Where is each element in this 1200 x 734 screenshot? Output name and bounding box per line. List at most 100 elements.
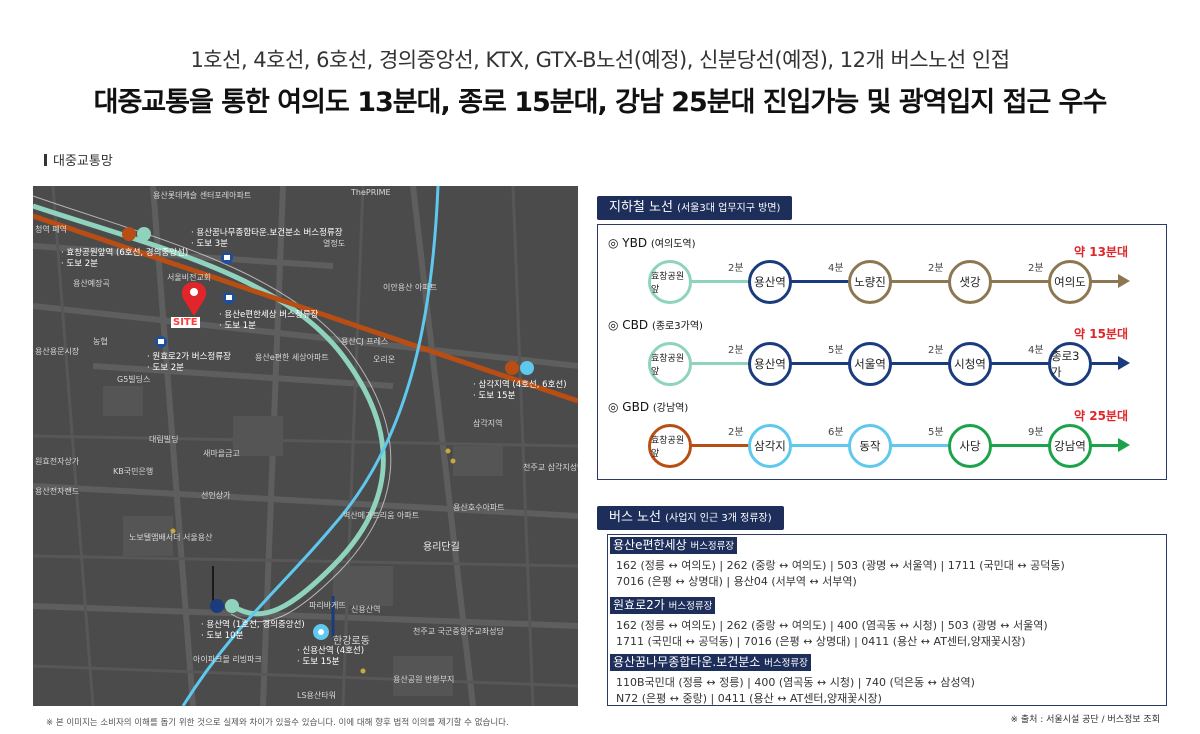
map-place: LS용산타워: [297, 691, 336, 700]
map-place: 청역 폐역: [35, 225, 67, 234]
station-circle: 동작: [848, 424, 892, 468]
annotation-e-stop: · 용산e편한세상 버스정류장· 도보 1분: [219, 310, 319, 331]
station-pin-samgakji: [505, 361, 534, 375]
route-minutes: 2분: [928, 263, 944, 274]
bus-stop-name: 용산꿈나무종합타운.보건분소 버스정류장: [610, 654, 811, 671]
route-minutes: 6분: [828, 427, 844, 438]
route-minutes: 4분: [1028, 345, 1044, 356]
map-place: 용산e편한 세상아파트: [255, 353, 329, 362]
map-place: 용산호수아파트: [453, 503, 505, 512]
route-line-segment: [870, 444, 970, 447]
annotation-ggum-stop: · 용산꿈나무종합타운.보건분소 버스정류장· 도보 3분: [191, 228, 343, 249]
route-line-segment: [970, 280, 1070, 283]
route-minutes: 2분: [728, 427, 744, 438]
station-circle: 강남역: [1048, 424, 1092, 468]
station-circle: 노량진: [848, 260, 892, 304]
map-place: 용산전자랜드: [35, 487, 80, 496]
rail-mint-line: [33, 203, 386, 617]
site-marker: [181, 282, 207, 316]
route-name: ◎ YBD (여의도역): [608, 236, 696, 250]
route-name: ◎ CBD (종로3가역): [608, 318, 703, 332]
rail-orange-line: [33, 213, 578, 404]
station-pin-yongsan: [210, 599, 239, 613]
map-svg: [33, 186, 578, 706]
map-place: 대림빌딩: [149, 435, 179, 444]
route-line-segment: [670, 280, 770, 283]
map-place: 용산예장곡: [73, 279, 110, 288]
route-time: 약 13분대: [1074, 245, 1128, 259]
route-minutes: 5분: [928, 427, 944, 438]
map-place: 천주교 삼각지성당: [523, 463, 578, 472]
route-line-segment: [770, 362, 870, 365]
route-arrow-icon: [1118, 356, 1130, 370]
route-minutes: 4분: [828, 263, 844, 274]
map-place: 열정도: [323, 239, 346, 248]
route-line-segment: [870, 362, 970, 365]
route-line-segment: [670, 444, 770, 447]
bus-route-line: 7016 (은평 ↔ 상명대) | 용산04 (서부역 ↔ 서부역): [616, 575, 857, 588]
station-circle: 삼각지: [748, 424, 792, 468]
bus-stop-name: 용산e편한세상 버스정류장: [610, 537, 738, 554]
route-line-segment: [1070, 444, 1123, 447]
map-place: 서울비전교회: [167, 273, 212, 282]
map-place: 천주교 국군중앙주교좌성당: [413, 627, 504, 636]
bus-route-line: 162 (정릉 ↔ 여의도) | 262 (중랑 ↔ 여의도) | 400 (염…: [616, 619, 1048, 632]
map-place: 원효전자상가: [35, 457, 80, 466]
map-place: 파리바게뜨: [309, 601, 346, 610]
map-place: 용산공원 반환부지: [393, 675, 455, 684]
bus-title-text: 버스 노선: [609, 510, 661, 525]
site-label: SITE: [171, 317, 200, 328]
bus-title-sub: (사업지 인근 3개 정류장): [665, 513, 772, 524]
section-label: 대중교통망: [44, 150, 113, 169]
subway-title-sub: (서울3대 업무지구 방면): [677, 203, 781, 214]
map-place: 노보텔앰배서더 서울용산: [129, 533, 213, 542]
bus-route-line: 110B국민대 (정릉 ↔ 정릉) | 400 (염곡동 ↔ 시청) | 740…: [616, 676, 975, 689]
map-place: 용산용문시장: [35, 347, 80, 356]
station-circle: 서울역: [848, 342, 892, 386]
route-time: 약 25분대: [1074, 409, 1128, 423]
annotation-samgakji: · 삼각지역 (4호선, 6호선)· 도보 15분: [473, 380, 567, 401]
map-place: G5빌딩스: [117, 375, 151, 384]
route-line-segment: [670, 362, 770, 365]
map-disclaimer: ※ 본 이미지는 소비자의 이해를 돕기 위한 것으로 실제와 차이가 있을수 …: [46, 718, 509, 728]
map-place: 용산CJ 프레스: [341, 337, 389, 346]
bus-panel: 용산e편한세상 버스정류장 162 (정릉 ↔ 여의도) | 262 (중랑 ↔ …: [607, 534, 1167, 706]
route-name: ◎ GBD (강남역): [608, 400, 689, 414]
annotation-hyochang: · 효창공원앞역 (6호선, 경의중앙선)· 도보 2분: [61, 248, 189, 269]
map-place: 이안용산 아파트: [383, 283, 438, 292]
station-circle: 효창공원앞: [648, 424, 692, 468]
station-pin-hyochang: [122, 227, 151, 241]
annotation-wonhyo-stop: · 원효로2가 버스정류장· 도보 2분: [147, 352, 231, 373]
route-line-segment: [770, 280, 870, 283]
station-circle: 효창공원앞: [648, 342, 692, 386]
map-place: 오리온: [373, 355, 396, 364]
rail-cyan-line: [181, 186, 440, 706]
route-minutes: 2분: [728, 345, 744, 356]
station-circle: 여의도: [1048, 260, 1092, 304]
station-circle: 용산역: [748, 342, 792, 386]
route-line-segment: [970, 362, 1070, 365]
map-place: 벽산메가트리움 아파트: [343, 511, 420, 520]
map-place: 용산롯데캐슬 센터포레아파트: [153, 191, 252, 200]
route-line-segment: [870, 280, 970, 283]
map-place: 신용산역: [351, 605, 381, 614]
source-note: ※ 출처 : 서울시설 공단 / 버스정보 조회: [1010, 715, 1160, 725]
map-place: 삼각지역: [473, 419, 503, 428]
transit-map: 용산롯데캐슬 센터포레아파트 ThePRIME 청역 폐역 열정도 서울비전교회…: [33, 186, 578, 706]
route-line-segment: [1070, 280, 1123, 283]
station-circle: 용산역: [748, 260, 792, 304]
station-circle: 시청역: [948, 342, 992, 386]
section-label-text: 대중교통망: [53, 154, 113, 169]
route-line-segment: [770, 444, 870, 447]
bus-stop-name: 원효로2가 버스정류장: [610, 597, 716, 614]
bus-panel-title: 버스 노선 (사업지 인근 3개 정류장): [597, 506, 784, 530]
annotation-sinyongsan: · 신용산역 (4호선)· 도보 15분: [297, 646, 365, 667]
headline-2: 대중교통을 통한 여의도 13분대, 종로 15분대, 강남 25분대 진입가능…: [93, 87, 1108, 118]
route-minutes: 2분: [928, 345, 944, 356]
headline-1: 1호선, 4호선, 6호선, 경의중앙선, KTX, GTX-B노선(예정), …: [190, 48, 1010, 72]
subway-panel-title: 지하철 노선 (서울3대 업무지구 방면): [597, 196, 793, 220]
station-circle: 효창공원앞: [648, 260, 692, 304]
